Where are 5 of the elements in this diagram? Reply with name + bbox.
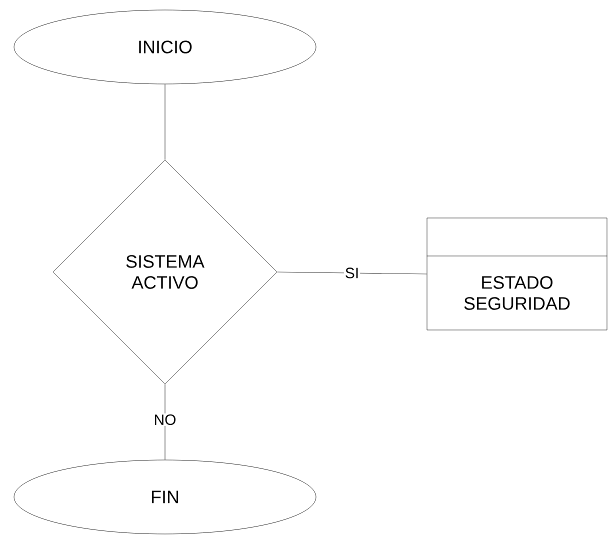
edge-label: SI: [344, 266, 360, 280]
connector-line: [276, 272, 428, 274]
connector-line: [164, 84, 166, 160]
record-box: ESTADO SEGURIDAD: [426, 218, 608, 330]
edge-label: NO: [152, 413, 178, 426]
